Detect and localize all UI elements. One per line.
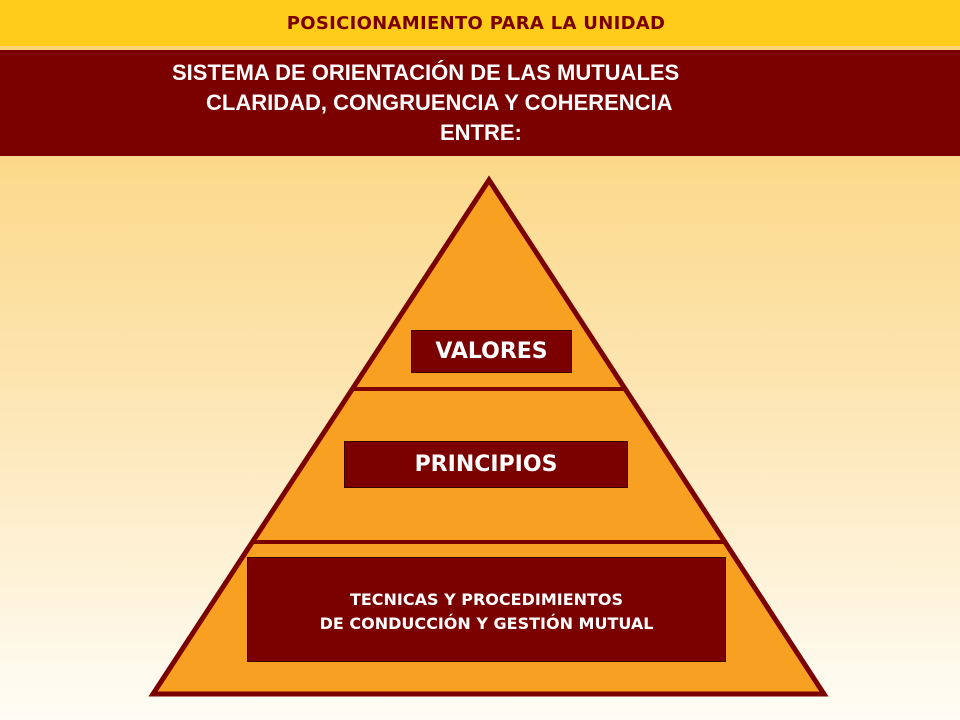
level-tecnicas-line-2: DE CONDUCCIÓN Y GESTIÓN MUTUAL — [319, 613, 654, 633]
banner-line-1: SISTEMA DE ORIENTACIÓN DE LAS MUTUALES — [172, 60, 680, 85]
level-tecnicas: TECNICAS Y PROCEDIMIENTOS DE CONDUCCIÓN … — [247, 557, 726, 662]
page-title: POSICIONAMIENTO PARA LA UNIDAD — [286, 12, 666, 34]
banner-line-3: ENTRE: — [440, 120, 522, 145]
level-tecnicas-line-1: TECNICAS Y PROCEDIMIENTOS — [349, 589, 624, 609]
level-principios: PRINCIPIOS — [344, 441, 628, 488]
level-valores: VALORES — [411, 330, 572, 373]
header-bar: POSICIONAMIENTO PARA LA UNIDAD — [0, 0, 960, 46]
subtitle-banner: SISTEMA DE ORIENTACIÓN DE LAS MUTUALES C… — [0, 50, 960, 156]
banner-line-2: CLARIDAD, CONGRUENCIA Y COHERENCIA — [206, 90, 673, 115]
